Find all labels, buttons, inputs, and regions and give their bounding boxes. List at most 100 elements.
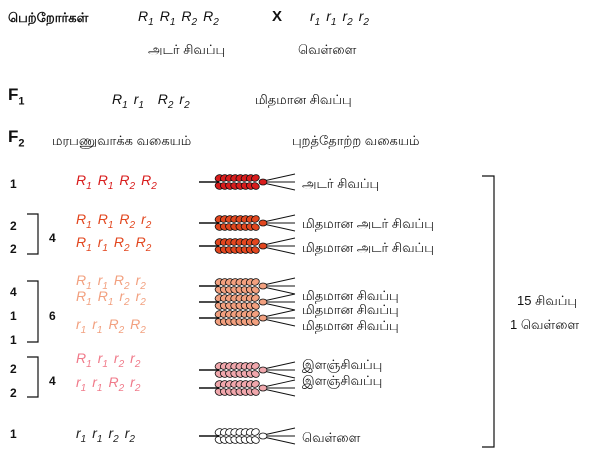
- wheat-ear-icon: [199, 277, 296, 295]
- allele: r2: [124, 425, 135, 445]
- allele: r1: [326, 8, 337, 28]
- row-phenotype: மிதமான அடர் சிவப்பு: [302, 216, 434, 231]
- allele: r2: [342, 8, 353, 28]
- allele: R1: [76, 288, 92, 308]
- bracket-group-4a: [27, 213, 39, 255]
- allele: R1: [76, 272, 92, 292]
- allele: r2: [130, 374, 141, 394]
- allele: r2: [141, 211, 152, 231]
- allele: r1: [97, 350, 108, 370]
- row-phenotype: வெள்ளை: [302, 430, 361, 445]
- f2-label: F2: [8, 127, 25, 150]
- row-phenotype: அடர் சிவப்பு: [302, 176, 380, 191]
- allele: r2: [113, 350, 125, 370]
- allele: r1: [76, 425, 87, 445]
- bracket-group-6: [27, 280, 39, 343]
- allele: R1: [97, 172, 114, 192]
- allele: r1: [97, 234, 108, 254]
- allele: r2: [135, 272, 146, 292]
- count-label: 1: [10, 427, 17, 441]
- allele: r2: [119, 288, 130, 308]
- allele: r2: [135, 288, 146, 308]
- wheat-ear-icon: [199, 309, 296, 327]
- row-phenotype: இளஞ்சிவப்பு: [302, 357, 383, 372]
- f1-label: F1: [8, 85, 25, 108]
- count-label: 1: [10, 177, 17, 191]
- summary-bracket: [482, 175, 495, 448]
- bracket-group-4b: [27, 356, 39, 398]
- allele: r1: [92, 374, 103, 394]
- row-phenotype: மிதமான சிவப்பு: [302, 302, 399, 317]
- row-phenotype: மிதமான சிவப்பு: [302, 288, 399, 303]
- count-label: 2: [10, 219, 17, 233]
- allele: r2: [108, 425, 119, 445]
- count-label: 1: [10, 309, 17, 323]
- allele: R1: [138, 8, 154, 28]
- count-label: 2: [10, 362, 17, 376]
- allele: r1: [97, 272, 108, 292]
- allele: R2: [141, 172, 157, 192]
- wheat-ear-icon: [199, 361, 296, 379]
- count-label: 4: [10, 285, 17, 299]
- group-total: 4: [49, 374, 56, 388]
- allele: R2: [119, 172, 136, 192]
- wheat-ear-icon: [199, 173, 296, 191]
- group-total: 4: [49, 231, 56, 245]
- row-phenotype: மிதமான சிவப்பு: [302, 318, 399, 333]
- parent2-phenotype: வெள்ளை: [298, 42, 357, 57]
- allele: r1: [76, 374, 87, 394]
- allele: R1: [76, 350, 92, 370]
- allele: R2: [157, 91, 174, 111]
- group-total: 6: [49, 309, 56, 323]
- parent1-phenotype: அடர் சிவப்பு: [148, 42, 226, 57]
- allele: R2: [108, 374, 125, 394]
- wheat-ear-icon: [199, 214, 296, 232]
- wheat-ear-icon: [199, 379, 296, 397]
- row-phenotype: மிதமான அடர் சிவப்பு: [302, 240, 434, 255]
- allele: r1: [133, 91, 144, 111]
- allele: R2: [203, 8, 219, 28]
- genotype-heading: மரபணுவாக்க வகையம்: [52, 133, 192, 148]
- allele: R2: [181, 8, 198, 28]
- allele: R2: [113, 272, 130, 292]
- allele: R2: [113, 234, 130, 254]
- f1-phenotype: மிதமான சிவப்பு: [255, 92, 352, 107]
- wheat-ear-icon: [199, 293, 296, 311]
- wheat-ear-icon: [199, 237, 296, 255]
- row-phenotype: இளஞ்சிவப்பு: [302, 373, 383, 388]
- allele: R1: [76, 234, 92, 254]
- count-label: 1: [10, 333, 17, 347]
- allele: r1: [92, 425, 103, 445]
- allele: R1: [97, 288, 114, 308]
- allele: R2: [119, 211, 136, 231]
- allele: r1: [92, 316, 103, 336]
- allele: R1: [76, 172, 92, 192]
- parents-label: பெற்றோர்கள்: [8, 10, 89, 25]
- wheat-ear-icon: [199, 427, 296, 445]
- allele: R1: [112, 91, 128, 111]
- allele: R2: [130, 316, 146, 336]
- allele: R1: [76, 211, 92, 231]
- allele: R1: [97, 211, 114, 231]
- summary-red: 15 சிவப்பு: [517, 293, 578, 308]
- allele: r2: [179, 91, 190, 111]
- summary-white: 1 வெள்ளை: [510, 317, 580, 332]
- allele: r2: [358, 8, 369, 28]
- allele: R2: [108, 316, 125, 336]
- allele: R2: [135, 234, 152, 254]
- allele: R1: [159, 8, 176, 28]
- count-label: 2: [10, 242, 17, 256]
